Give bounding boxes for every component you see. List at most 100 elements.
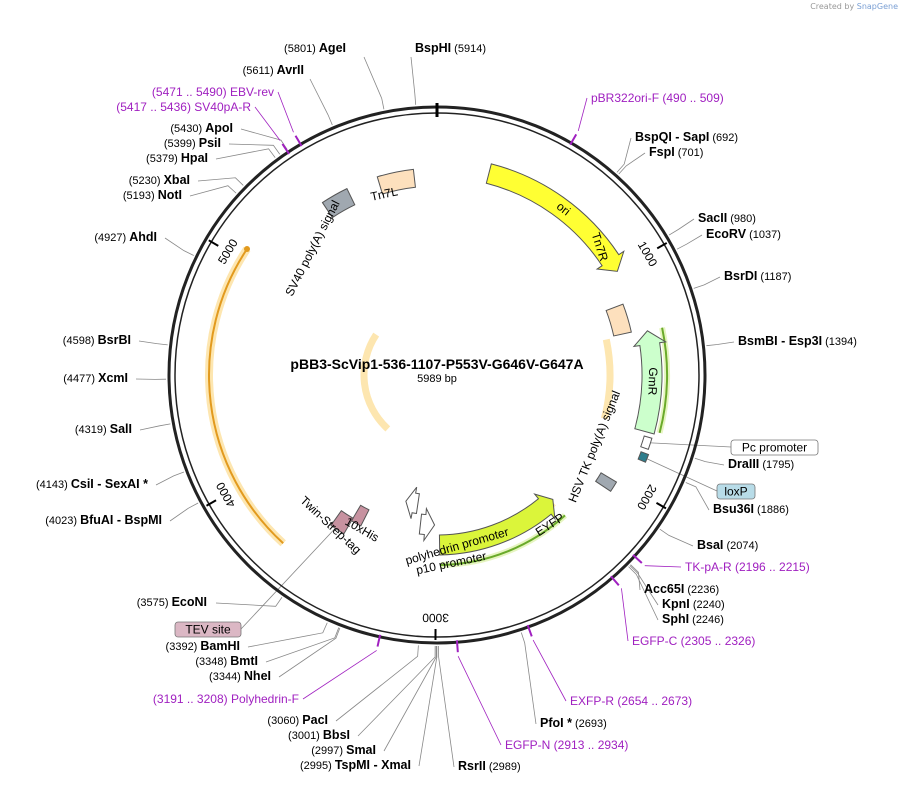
site-enzyme-name: BspMI [125,513,163,527]
site-avrii[interactable]: (5611) AvrII [243,63,304,77]
site-enzyme-name: ApoI [205,121,233,135]
site-label: (4319) SalI [75,422,132,436]
primer-tk-pa-r[interactable]: TK-pA-R (2196 .. 2215) [685,560,810,574]
site-bsrdi[interactable]: BsrDI (1187) [724,269,791,283]
boxed-label-tev-site[interactable]: TEV site [185,623,231,637]
site-enzyme-name: EcoNI [172,595,207,609]
site-enzyme-name: BspHI [415,41,451,55]
primer-egfp-n[interactable]: EGFP-N (2913 .. 2934) [505,738,628,752]
site-position: (1037) [746,229,781,241]
site-ecorv[interactable]: EcoRV (1037) [706,227,781,241]
site-rsrii[interactable]: RsrII (2989) [458,759,521,773]
site-csii[interactable]: (4143) CsiI - SexAI * [36,477,148,491]
feature-tn7r [605,303,632,337]
site-apoi[interactable]: (5430) ApoI [170,121,233,135]
site-bsphi[interactable]: BspHI (5914) [415,41,486,55]
primer-mark [610,575,620,586]
primer-range: (3191 .. 3208) [153,692,231,706]
feature-sv40-poly-a-signal [321,187,356,219]
site-label: (5430) ApoI [170,121,233,135]
feature-label: SV40 poly(A) signal [282,198,342,298]
site-separator: - [113,513,124,527]
site-position: (2240) [690,599,725,611]
site-kpni[interactable]: KpnI (2240) [662,597,725,611]
site-smai[interactable]: (2997) SmaI [311,743,376,757]
site-bsrbi[interactable]: (4598) BsrBI [63,333,131,347]
site-bsu36i[interactable]: Bsu36I (1886) [713,502,789,516]
site-position: (5801) [284,43,319,55]
primer-exfp-r[interactable]: EXFP-R (2654 .. 2673) [570,694,692,708]
primer-range: (2196 .. 2215) [732,560,810,574]
site-paci[interactable]: (3060) PacI [267,713,328,727]
site-bspqi[interactable]: BspQI - SapI (692) [635,130,738,144]
site-enzyme-name: XmaI [381,758,411,772]
site-ahdi[interactable]: (4927) AhdI [94,230,157,244]
site-bsmbi[interactable]: BsmBI - Esp3I (1394) [738,334,857,348]
site-enzyme-name: BamHI [200,639,240,653]
primer-leader [457,656,502,746]
site-leader [668,218,695,236]
site-position: (701) [675,147,704,159]
site-xcmi[interactable]: (4477) XcmI [63,371,128,385]
site-acc65i[interactable]: Acc65I (2236) [644,582,719,596]
site-leader [630,564,641,591]
primer-pbr322ori-f[interactable]: pBR322ori-F (490 .. 509) [591,91,724,105]
site-leader [215,597,283,607]
site-label: Bsu36I (1886) [713,502,789,516]
boxed-label-leader [646,442,732,448]
site-position: (5379) [146,153,181,165]
site-pfoi[interactable]: PfoI * (2693) [540,716,607,730]
primer-polyhedrin-f[interactable]: (3191 .. 3208) Polyhedrin-F [153,692,299,706]
site-enzyme-name: BmtI [230,654,258,668]
site-tspmi[interactable]: (2995) TspMI - XmaI [300,758,411,772]
site-bfuai[interactable]: (4023) BfuAI - BspMI [45,513,162,527]
site-label: (3060) PacI [267,713,328,727]
site-noti[interactable]: (5193) NotI [123,188,182,202]
boxed-labels: Pc promoter loxP TEV site [174,439,819,638]
site-leader [676,234,703,250]
primer-mark [455,640,459,653]
site-draiii[interactable]: DraIII (1795) [728,457,794,471]
site-sphi[interactable]: SphI (2246) [662,612,724,626]
site-leader [618,152,646,175]
site-agei[interactable]: (5801) AgeI [284,41,346,55]
leader-lines [135,56,735,768]
primer-range: (490 .. 509) [659,91,724,105]
site-position: (5430) [170,123,205,135]
boxed-label-loxp[interactable]: loxP [724,485,747,499]
site-bmti[interactable]: (3348) BmtI [195,654,258,668]
site-enzyme-name: XbaI [164,173,190,187]
site-econi[interactable]: (3575) EcoNI [137,595,207,609]
primer-leader [302,650,377,700]
site-nhei[interactable]: (3344) NheI [209,669,271,683]
site-label: BsrDI (1187) [724,269,791,283]
site-enzyme-name: KpnI [662,597,690,611]
primer-ebv-rev[interactable]: (5471 .. 5490) EBV-rev [152,85,274,99]
green-arc-eyfp [440,514,566,566]
feature-gmr [632,330,668,435]
site-bbsi[interactable]: (3001) BbsI [288,728,350,742]
site-sacii[interactable]: SacII (980) [698,211,756,225]
site-hpai[interactable]: (5379) HpaI [146,151,208,165]
site-fspi[interactable]: FspI (701) [649,145,703,159]
site-leader [247,622,328,648]
site-enzyme-name: PsiI [199,136,221,150]
site-enzyme-name: BsrDI [724,269,757,283]
feature-p10-promoter [405,486,420,519]
site-psii[interactable]: (5399) PsiI [164,136,221,150]
primer-sv40pa-r[interactable]: (5417 .. 5436) SV40pA-R [116,100,251,114]
site-position: (2995) [300,760,335,772]
site-leader [694,457,725,466]
site-position: (2989) [486,761,521,773]
site-position: (2246) [689,614,724,626]
boxed-label-pc-promoter[interactable]: Pc promoter [742,441,807,455]
site-bsai[interactable]: BsaI (2074) [697,538,758,552]
site-sali[interactable]: (4319) SalI [75,422,132,436]
site-leader [265,627,340,663]
primer-egfp-c[interactable]: EGFP-C (2305 .. 2326) [632,634,755,648]
site-position: (5193) [123,190,158,202]
site-position: (4477) [63,373,98,385]
site-xbai[interactable]: (5230) XbaI [129,173,190,187]
feature-polyhedrin-promoter [418,506,436,543]
site-bamhi[interactable]: (3392) BamHI [166,639,240,653]
